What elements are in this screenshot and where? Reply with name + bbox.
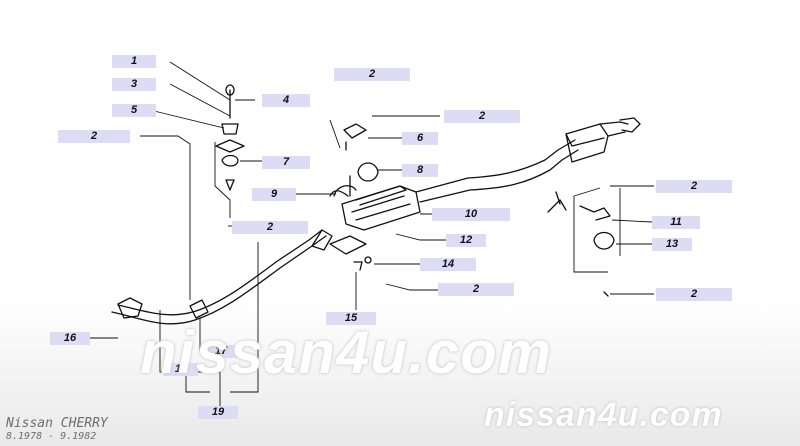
part-label-6: 6	[402, 132, 438, 145]
part-label-4: 4	[262, 94, 310, 107]
part-label-5: 5	[112, 104, 156, 117]
part-label-2-left: 2	[58, 130, 130, 143]
part-label-19: 19	[198, 406, 238, 419]
part-label-8: 8	[402, 164, 438, 177]
model-name: Nissan CHERRY	[6, 416, 108, 431]
front-pipe	[111, 235, 327, 325]
part-label-2-top: 2	[334, 68, 410, 81]
part-label-9: 9	[252, 188, 296, 201]
part-label-13: 13	[652, 238, 692, 251]
front-pipe-inner	[117, 229, 323, 316]
part-label-11: 11	[652, 216, 700, 229]
background-fade	[0, 300, 800, 446]
part-label-18: 18	[164, 363, 198, 376]
part-label-2-upper: 2	[444, 110, 520, 123]
part-label-2-right-upper: 2	[656, 180, 732, 193]
tail-pipe	[415, 139, 576, 193]
tail-tip	[619, 117, 641, 133]
part-label-1: 1	[112, 55, 156, 68]
part-label-14: 14	[420, 258, 476, 271]
part-label-10: 10	[432, 208, 510, 221]
model-years: 8.1978 - 9.1982	[6, 431, 97, 442]
pipe-sleeve	[311, 229, 333, 251]
part-label-17: 17	[204, 345, 238, 358]
watermark-corner: nissan4u.com	[484, 396, 723, 434]
part-label-12: 12	[446, 234, 486, 247]
part-label-16: 16	[50, 332, 90, 345]
part-label-15: 15	[326, 312, 376, 325]
part-label-7: 7	[262, 156, 310, 169]
watermark-center: nissan4u.com	[140, 319, 553, 386]
part-label-2-right-lower: 2	[656, 288, 732, 301]
rear-silencer	[565, 123, 609, 163]
part-label-2-mid-left: 2	[232, 221, 308, 234]
part-label-3: 3	[112, 78, 156, 91]
part-label-2-lower: 2	[438, 283, 514, 296]
front-flange	[117, 297, 143, 319]
